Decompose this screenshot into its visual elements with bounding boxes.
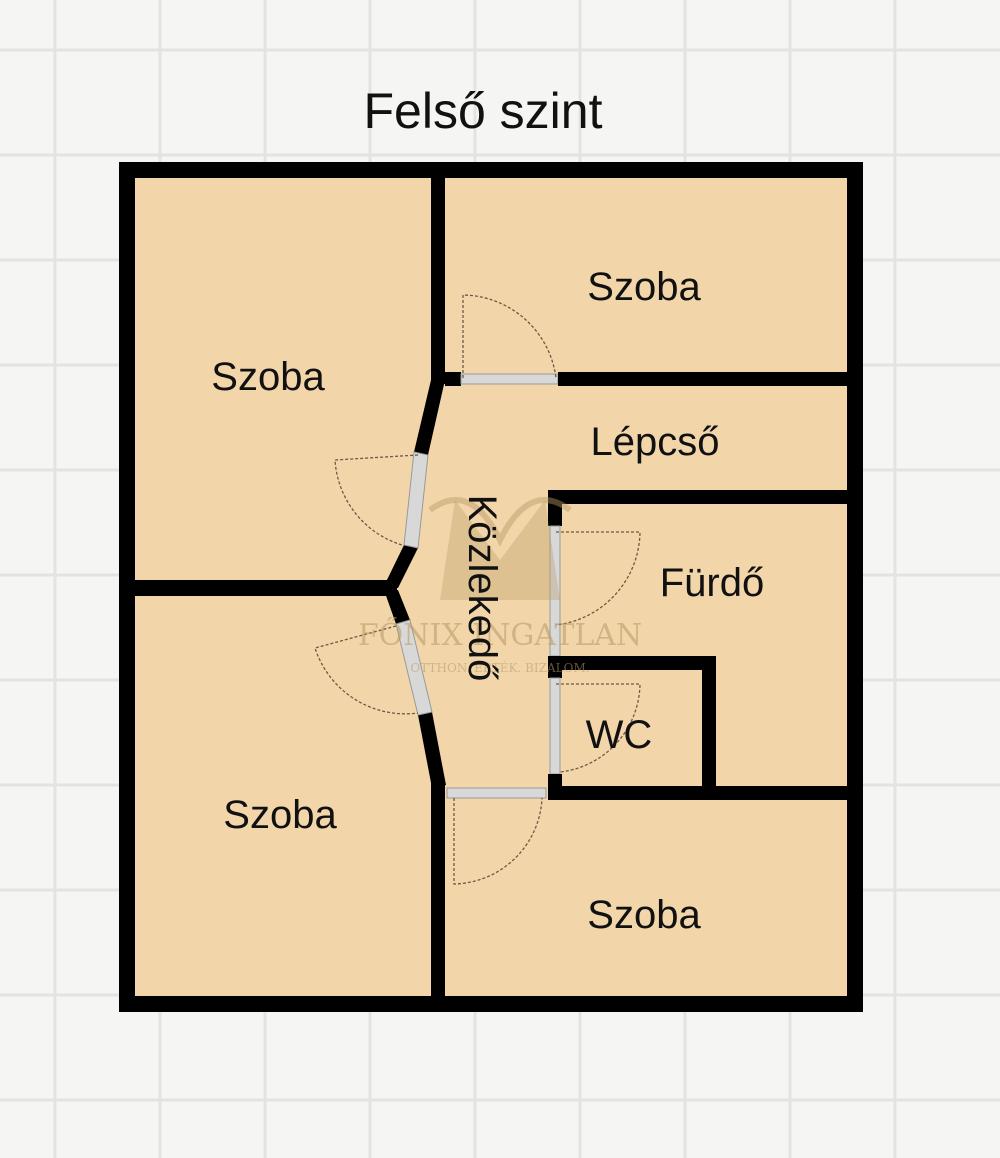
watermark-logo: FŐNIX INGATLAN OTTHON. ÉRTÉK. BIZALOM. bbox=[358, 497, 642, 675]
room-label-top-left: Szoba bbox=[211, 355, 325, 399]
watermark-brand: FŐNIX INGATLAN bbox=[358, 617, 642, 653]
walls bbox=[119, 162, 863, 1012]
room-label-top-right: Szoba bbox=[587, 265, 701, 309]
room-label-bottom-right: Szoba bbox=[587, 893, 701, 937]
room-label-wc: WC bbox=[586, 713, 653, 757]
door-swings bbox=[314, 294, 641, 885]
floor-title: Felső szint bbox=[364, 83, 603, 139]
room-label-bathroom: Fürdő bbox=[660, 561, 765, 605]
room-label-corridor: Közlekedő bbox=[460, 495, 504, 682]
room-label-stairs: Lépcső bbox=[591, 420, 720, 464]
watermark-tagline: OTTHON. ÉRTÉK. BIZALOM. bbox=[410, 660, 589, 675]
room-label-bottom-left: Szoba bbox=[223, 793, 337, 837]
